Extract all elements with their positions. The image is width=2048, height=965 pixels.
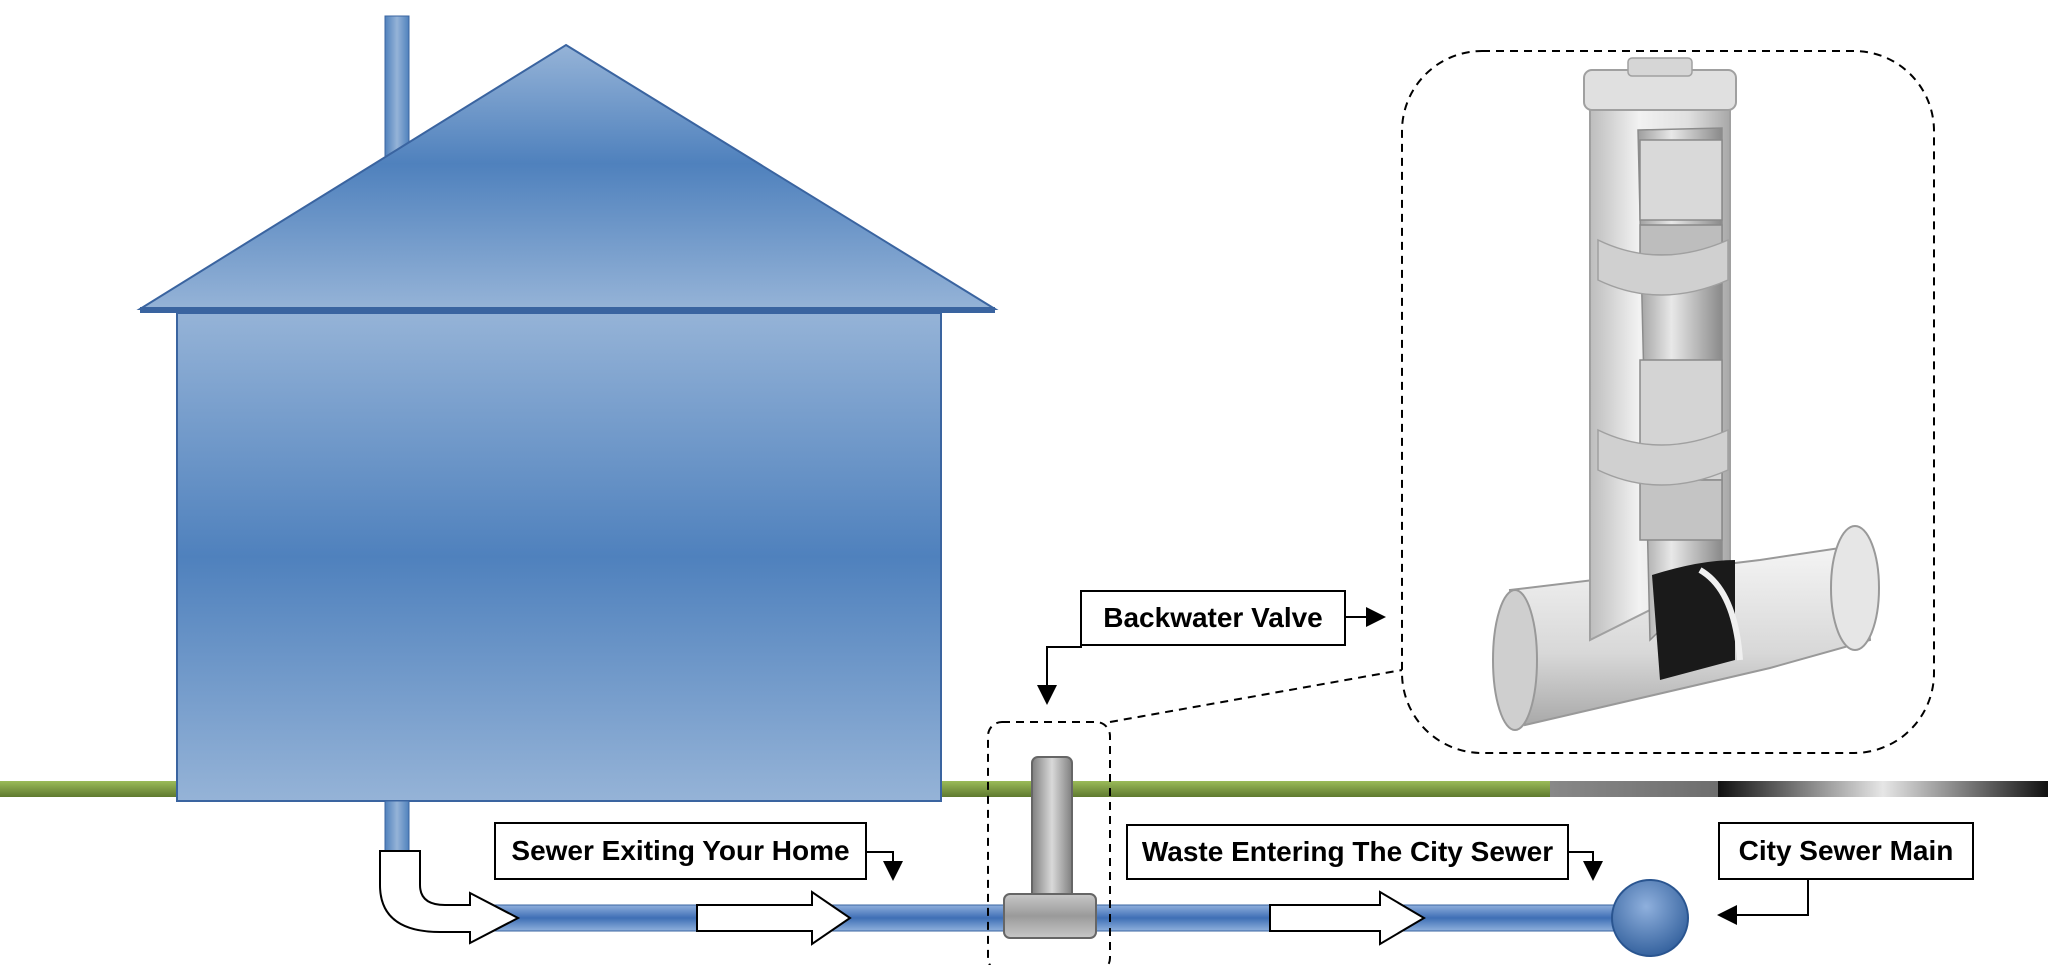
sewer-exiting-label: Sewer Exiting Your Home xyxy=(494,822,867,880)
callout-connector xyxy=(1109,669,1403,723)
backwater-valve-icon xyxy=(1003,756,1097,939)
city-sewer-main-icon xyxy=(1611,879,1689,957)
drain-pipe xyxy=(384,800,410,852)
valve-dashed-outline xyxy=(987,721,1111,965)
city-sewer-main-label: City Sewer Main xyxy=(1718,822,1974,880)
connector-arrow xyxy=(1037,646,1082,705)
city-main-segment xyxy=(1718,781,2048,797)
flow-arrow-icon xyxy=(1269,890,1426,946)
connector-arrow xyxy=(1568,851,1603,881)
waste-entering-label: Waste Entering The City Sewer xyxy=(1126,824,1569,880)
ground-gray-segment xyxy=(1550,781,1718,797)
flow-arrow-icon xyxy=(379,850,521,945)
valve-photo-icon xyxy=(1492,57,1880,731)
connector-arrow xyxy=(1717,880,1809,925)
flow-arrow-icon xyxy=(696,890,852,946)
photo-dashed-outline xyxy=(1401,50,1935,754)
connector-arrow xyxy=(866,851,903,881)
backwater-valve-label: Backwater Valve xyxy=(1080,590,1346,646)
vent-pipe-icon xyxy=(384,15,410,157)
house-icon xyxy=(136,43,999,802)
